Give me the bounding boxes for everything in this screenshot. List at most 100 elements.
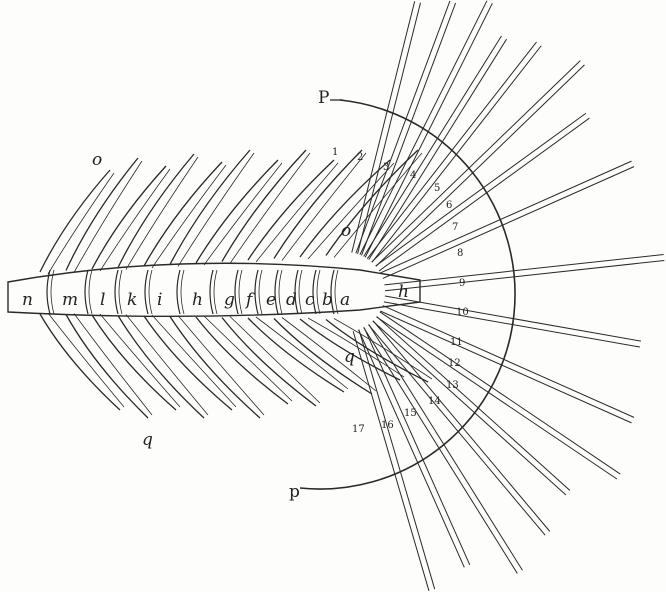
vertebra-divider <box>235 270 238 314</box>
haemal-spine <box>248 318 344 392</box>
ray-number-1: 1 <box>332 147 338 158</box>
fin-ray <box>383 306 634 418</box>
label-q-left: q <box>142 430 153 450</box>
label-p-lower: p <box>289 482 300 502</box>
vertebra-divider <box>85 270 88 314</box>
haemal-spine <box>40 314 120 410</box>
ray-number-2: 2 <box>357 152 363 163</box>
haemal-spine <box>274 319 372 395</box>
haemal-spine <box>126 315 208 416</box>
haemal-spine <box>170 317 260 419</box>
ray-number-16: 16 <box>381 420 394 431</box>
haemal-spine <box>74 314 152 416</box>
fin-ray <box>369 39 507 259</box>
vertebra-divider <box>210 270 213 314</box>
fin-ray <box>365 3 492 257</box>
label-inner-o: o <box>341 221 351 241</box>
vertebra-divider <box>181 270 184 314</box>
fin-ray <box>352 1 415 252</box>
haemal-spine <box>204 316 292 401</box>
fin-ray <box>368 325 545 536</box>
fin-ray <box>380 312 620 474</box>
haemal-spine <box>326 320 428 383</box>
vertebra-divider <box>51 270 54 314</box>
vertebra-divider <box>239 270 242 314</box>
fin-ray <box>356 1 450 253</box>
neural-spine <box>274 150 362 259</box>
vertebra-label-g: g <box>224 290 235 310</box>
label-q-mid: q <box>344 347 355 367</box>
ray-number-4: 4 <box>410 170 416 181</box>
haemal-spine <box>222 318 316 407</box>
label-upper-o: o <box>92 150 102 170</box>
fin-ray <box>361 3 455 255</box>
vertebra-label-e: e <box>266 290 276 310</box>
neural-spine <box>256 163 338 262</box>
ray-number-17: 17 <box>352 424 365 435</box>
fin-ray <box>380 311 631 423</box>
vertebra-label-i: i <box>157 290 162 310</box>
haemal-spine <box>256 317 348 389</box>
lower-haemal-spines <box>40 313 432 418</box>
vertebra-label-a: a <box>340 290 350 310</box>
fin-ray <box>376 113 586 266</box>
haemal-spine <box>152 315 236 407</box>
ray-number-10: 10 <box>456 307 469 318</box>
vertebra-label-k: k <box>127 290 137 310</box>
vertebra-divider <box>214 270 217 314</box>
vertebra-divider <box>115 270 118 314</box>
fin-ray <box>373 321 550 532</box>
vertebra-divider <box>149 270 152 314</box>
fin-ray <box>376 317 616 479</box>
fin-ray <box>377 317 570 491</box>
haemal-spine <box>48 313 124 407</box>
vertebra-label-b: b <box>322 290 333 310</box>
vertebra-label-h: h <box>192 290 203 310</box>
neural-spine <box>100 169 170 271</box>
ray-number-5: 5 <box>434 183 440 194</box>
neural-spine <box>300 160 390 257</box>
vertebra-label-m: m <box>62 290 78 310</box>
ray-number-6: 6 <box>446 200 452 211</box>
vertebra-label-l: l <box>100 290 105 310</box>
fin-ray <box>369 324 523 570</box>
ray-number-3: 3 <box>383 162 389 173</box>
vertebra-divider <box>47 270 50 314</box>
neural-spine <box>308 163 394 259</box>
haemal-spine <box>230 317 320 404</box>
ray-number-8: 8 <box>457 248 463 259</box>
neural-spine <box>196 160 278 263</box>
fin-ray <box>364 328 518 574</box>
fin-ray <box>373 321 566 495</box>
ray-number-13: 13 <box>446 380 459 391</box>
fin-ray <box>379 118 589 271</box>
vertebra-label-f: f <box>244 290 255 310</box>
vertebra-label-c: c <box>305 290 315 310</box>
vertebra-label-n: n <box>22 290 33 310</box>
vertebra-label-d: d <box>286 290 297 310</box>
neural-spine <box>152 165 226 268</box>
ray-number-15: 15 <box>404 408 417 419</box>
vertebra-divider <box>259 270 262 314</box>
ray-number-14: 14 <box>428 396 441 407</box>
neural-spine <box>40 170 110 272</box>
vertebra-divider <box>317 270 320 314</box>
ray-number-11: 11 <box>450 337 463 348</box>
vertebra-divider <box>145 270 148 314</box>
fin-ray <box>372 61 581 262</box>
ray-number-7: 7 <box>452 222 458 233</box>
vertebra-divider <box>255 270 258 314</box>
vertebra-divider <box>299 270 302 314</box>
fin-ray <box>353 331 429 591</box>
label-p-upper: P <box>318 88 329 108</box>
vertebra-divider <box>335 270 338 314</box>
fin-ray <box>385 260 664 290</box>
vertebra-divider <box>119 270 122 314</box>
neural-spine <box>48 173 114 274</box>
vertebra-divider <box>177 270 180 314</box>
neural-spine <box>66 158 138 271</box>
vertebra-divider <box>279 270 282 314</box>
vertebra-divider <box>89 270 92 314</box>
